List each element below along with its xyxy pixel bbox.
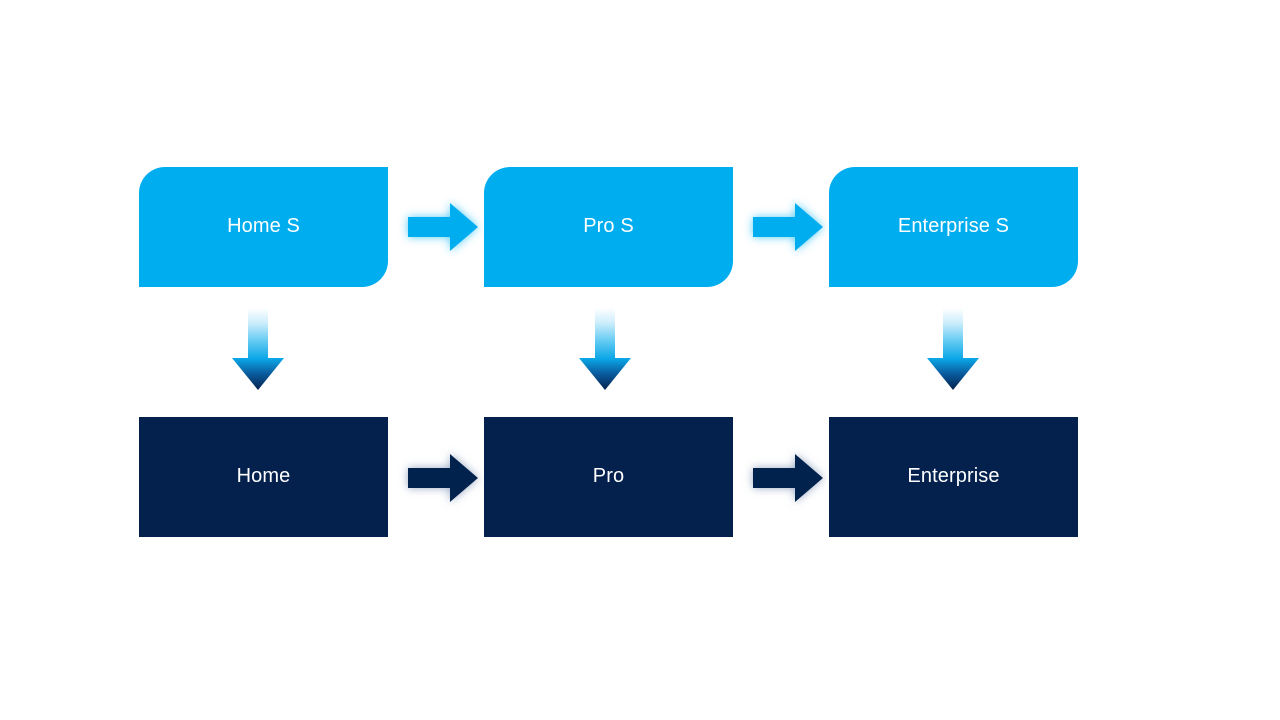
arrow-down-icon-home-s-to-home xyxy=(230,306,286,392)
arrow-down-icon-pro-s-to-pro xyxy=(577,306,633,392)
node-label-pro-s: Pro S xyxy=(583,215,634,237)
node-enterprise[interactable]: Enterprise xyxy=(829,417,1078,537)
arrow-right-icon-home-s-to-pro-s xyxy=(406,198,480,256)
arrow-down-icon-enterprise-s-to-enterprise xyxy=(925,306,981,392)
arrow-right-icon-pro-s-to-enterprise-s xyxy=(751,198,825,256)
node-label-home-s: Home S xyxy=(227,215,300,237)
arrow-right-icon-pro-to-enterprise xyxy=(751,449,825,507)
node-label-home: Home xyxy=(236,465,291,487)
arrow-right-icon-home-to-pro xyxy=(406,449,480,507)
node-label-enterprise: Enterprise xyxy=(907,465,1000,487)
node-enterprise-s[interactable]: Enterprise S xyxy=(829,167,1078,287)
node-pro[interactable]: Pro xyxy=(484,417,733,537)
node-label-pro: Pro xyxy=(592,465,625,487)
node-label-enterprise-s: Enterprise S xyxy=(897,215,1010,237)
node-home[interactable]: Home xyxy=(139,417,388,537)
node-home-s[interactable]: Home S xyxy=(139,167,388,287)
node-pro-s[interactable]: Pro S xyxy=(484,167,733,287)
